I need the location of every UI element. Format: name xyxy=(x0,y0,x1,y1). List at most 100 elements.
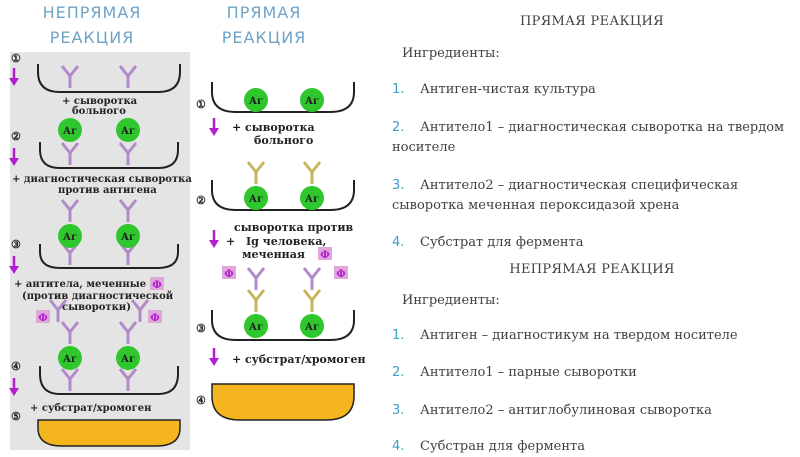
direct-antigen-label-2b: Аг xyxy=(305,194,319,205)
direct-antigen-label-1b: Аг xyxy=(305,96,319,107)
indirect-coated-antibody-1b xyxy=(118,64,138,90)
direct-antigen-2a xyxy=(244,186,268,210)
direct-serum-patient-text: больного xyxy=(254,134,313,147)
indirect-serum-close-text: сыворотки) xyxy=(62,302,131,313)
list-number: 1. xyxy=(392,82,405,97)
indirect-well-4 xyxy=(39,366,179,395)
list-text: Антитело2 – антиглобулиновая сыворотка xyxy=(420,403,712,418)
list-text: Антитело2 – диагностическая специфическа… xyxy=(392,178,739,213)
indirect-antigen-2a xyxy=(58,118,82,142)
direct-well-1 xyxy=(211,82,355,113)
direct-labeled-antibody-3a xyxy=(246,266,266,292)
indirect-serum-patient-text: больного xyxy=(72,106,126,117)
direct-antigen-label-1a: Аг xyxy=(249,96,263,107)
direct-step4-marker: ④ xyxy=(196,394,206,407)
direct-patient-antibody-2a xyxy=(246,160,266,186)
list-number: 3. xyxy=(392,403,405,418)
indirect-step1-marker: ① xyxy=(11,52,21,65)
indirect-enzyme-label-4b: Ф xyxy=(150,313,160,324)
indirect-reaction-header: НЕПРЯМАЯ РЕАКЦИЯ xyxy=(42,3,142,47)
indirect-diag-antibody-4b xyxy=(118,320,138,346)
list-number: 3. xyxy=(392,178,405,193)
direct-enzyme-label-3a: Ф xyxy=(224,269,234,280)
indirect-antigen-label-3a: Аг xyxy=(63,232,77,243)
direct-well-2 xyxy=(211,180,355,211)
indirect-antigen-label-4b: Аг xyxy=(121,354,135,365)
direct-step2-marker: ② xyxy=(196,194,206,207)
direct-enzyme-legend-box xyxy=(318,247,332,260)
indirect-substrate-text: + субстрат/хромоген xyxy=(30,403,151,414)
direct-step3-arrow xyxy=(207,346,221,368)
indirect-labeled-antibody-4b xyxy=(130,298,150,324)
direct-ingredient-1: 1. Антиген-чистая культура xyxy=(392,80,792,100)
indirect-reaction-title: НЕПРЯМАЯ РЕАКЦИЯ xyxy=(509,262,675,277)
direct-enzyme-label-3b: Ф xyxy=(336,269,346,280)
indirect-step1-arrow xyxy=(7,66,21,88)
indirect-ingredient-1: 1.Антиген – диагностикум на твердом носи… xyxy=(392,326,792,346)
indirect-plus-serum-text: + сыворотка xyxy=(62,96,138,107)
direct-serum-against-text: сыворотка против xyxy=(234,221,354,234)
indirect-diag-antibody-3a xyxy=(60,198,80,224)
indirect-diag-serum-text: + диагностическая сыворотка xyxy=(12,174,192,185)
indirect-step3-marker: ③ xyxy=(11,238,21,251)
indirect-step5-marker: ⑤ xyxy=(11,410,21,423)
direct-labeled-text: меченная xyxy=(242,248,305,261)
direct-enzyme-3a xyxy=(222,266,236,279)
indirect-well-1 xyxy=(37,64,181,93)
list-number: 4. xyxy=(392,235,405,250)
direct-plus-serum-text: + сыворотка xyxy=(232,121,315,134)
direct-plus-text: + xyxy=(226,235,235,248)
indirect-well-2 xyxy=(39,142,179,169)
direct-patient-antibody-3a xyxy=(246,288,266,314)
list-number: 2. xyxy=(392,120,405,135)
indirect-diag-antibody-4a xyxy=(60,320,80,346)
indirect-diag-antibody-3b xyxy=(118,198,138,224)
direct-well-3 xyxy=(211,310,355,341)
direct-step2-arrow xyxy=(207,228,221,250)
indirect-ingredients-label: Ингредиенты: xyxy=(402,293,500,308)
direct-antigen-3b xyxy=(300,314,324,338)
direct-substrate-text: + субстрат/хромоген xyxy=(232,353,366,366)
indirect-antigen-label-2b: Аг xyxy=(121,126,135,137)
direct-antigen-1b xyxy=(300,88,324,112)
direct-antigen-2b xyxy=(300,186,324,210)
list-text: Антиген – диагностикум на твердом носите… xyxy=(420,328,738,343)
direct-reaction-header: ПРЯМАЯ РЕАКЦИЯ xyxy=(221,3,307,47)
list-text: Субстрат для фермента xyxy=(420,235,584,250)
indirect-ingredient-4: 4.Субстран для фермента xyxy=(392,437,792,457)
indirect-antigen-4a xyxy=(58,346,82,370)
direct-step1-arrow xyxy=(207,116,221,138)
direct-antigen-label-2a: Аг xyxy=(249,194,263,205)
diagram-panel: НЕПРЯМАЯ РЕАКЦИЯ ПРЯМАЯ РЕАКЦИЯ ① + xyxy=(0,0,380,450)
direct-reaction-title: ПРЯМАЯ РЕАКЦИЯ xyxy=(520,14,664,29)
direct-antigen-label-3b: Аг xyxy=(305,322,319,333)
indirect-antibody-4a xyxy=(60,367,80,393)
indirect-antibody-2b xyxy=(118,141,138,167)
direct-labeled-antibody-3b xyxy=(302,266,322,292)
indirect-enzyme-legend-box xyxy=(150,277,164,290)
indirect-antigen-4b xyxy=(116,346,140,370)
direct-ingredient-4: 4. Субстрат для фермента xyxy=(392,233,792,253)
indirect-step2-arrow xyxy=(7,146,21,168)
list-number: 2. xyxy=(392,365,405,380)
indirect-antigen-label-4a: Аг xyxy=(63,354,77,365)
direct-enzyme-legend-label: Ф xyxy=(320,250,330,261)
indirect-antigen-3b xyxy=(116,224,140,248)
direct-ingredient-2: 2.Антитело1 – диагностическая сыворотка … xyxy=(392,118,792,158)
indirect-well-3 xyxy=(39,244,179,269)
indirect-coated-antibody-1a xyxy=(60,64,80,90)
indirect-enzyme-4b xyxy=(148,310,162,323)
direct-patient-antibody-3b xyxy=(302,288,322,314)
direct-ingredients-label: Ингредиенты: xyxy=(402,46,500,61)
indirect-against-antigen-text: против антигена xyxy=(58,185,157,196)
indirect-antigen-2b xyxy=(116,118,140,142)
direct-step1-marker: ① xyxy=(196,98,206,111)
indirect-step4-arrow xyxy=(7,376,21,398)
direct-substrate-well xyxy=(211,383,355,421)
indirect-enzyme-legend-label: Ф xyxy=(152,280,162,291)
indirect-labeled-ab-text: + антитела, меченные xyxy=(14,279,146,290)
direct-ingredient-3: 3.Антитело2 – диагностическая специфичес… xyxy=(392,176,792,216)
list-number: 4. xyxy=(392,439,405,454)
list-text: Антиген-чистая культура xyxy=(420,82,596,97)
indirect-step4-marker: ④ xyxy=(11,360,21,373)
